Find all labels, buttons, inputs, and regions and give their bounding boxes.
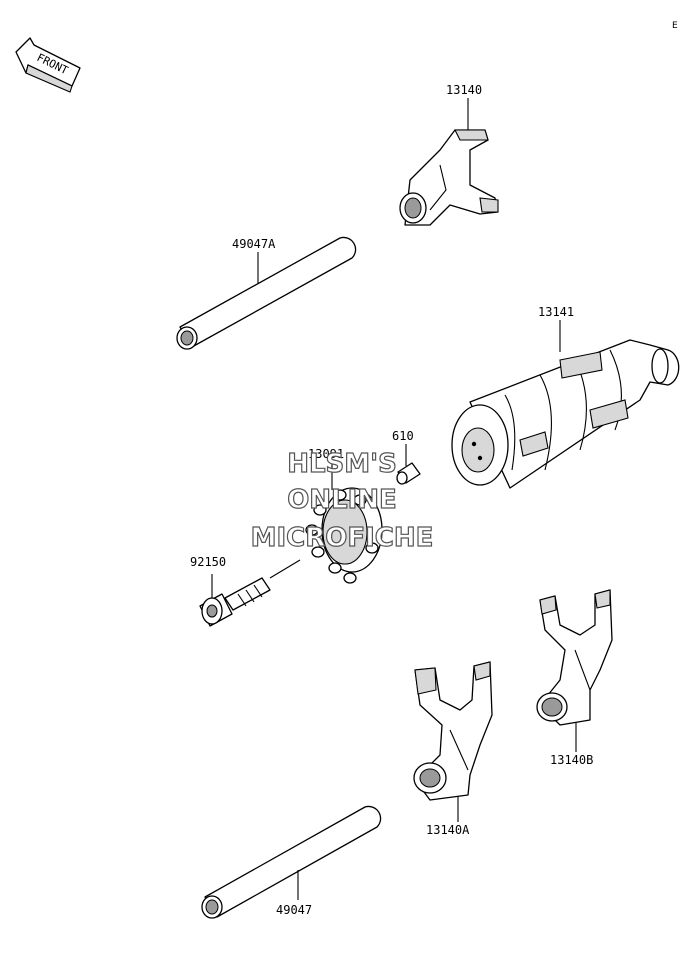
watermark-line2: ONLINE bbox=[287, 485, 397, 515]
shaft-49047 bbox=[201, 805, 382, 919]
front-arrow-icon: FRONT bbox=[15, 37, 81, 93]
drum-cam-13091 bbox=[269, 487, 383, 584]
watermark-line3: MICROFICHE bbox=[251, 523, 434, 553]
label-49047A: 49047A bbox=[232, 237, 276, 251]
bolt-92150 bbox=[199, 577, 271, 627]
shift-fork-13140 bbox=[399, 129, 499, 226]
label-92150: 92150 bbox=[190, 555, 226, 569]
shift-drum-13141 bbox=[451, 339, 680, 489]
watermark-line1: HLSM'S bbox=[287, 449, 397, 479]
shaft-49047A bbox=[176, 236, 357, 350]
corner-code: E bbox=[672, 21, 678, 31]
pin-610 bbox=[396, 462, 421, 485]
label-13140: 13140 bbox=[446, 83, 482, 97]
label-13140B: 13140B bbox=[550, 753, 593, 767]
label-610: 610 bbox=[392, 429, 414, 443]
shift-fork-13140B bbox=[536, 589, 613, 726]
cam-pins bbox=[305, 489, 379, 584]
label-13141: 13141 bbox=[538, 305, 574, 319]
label-49047: 49047 bbox=[276, 903, 312, 917]
watermark: HLSM'S ONLINE MICROFICHE bbox=[250, 448, 434, 553]
label-13091: 13091 bbox=[308, 447, 344, 461]
shift-fork-13140A bbox=[413, 661, 493, 801]
label-13140A: 13140A bbox=[426, 823, 470, 837]
